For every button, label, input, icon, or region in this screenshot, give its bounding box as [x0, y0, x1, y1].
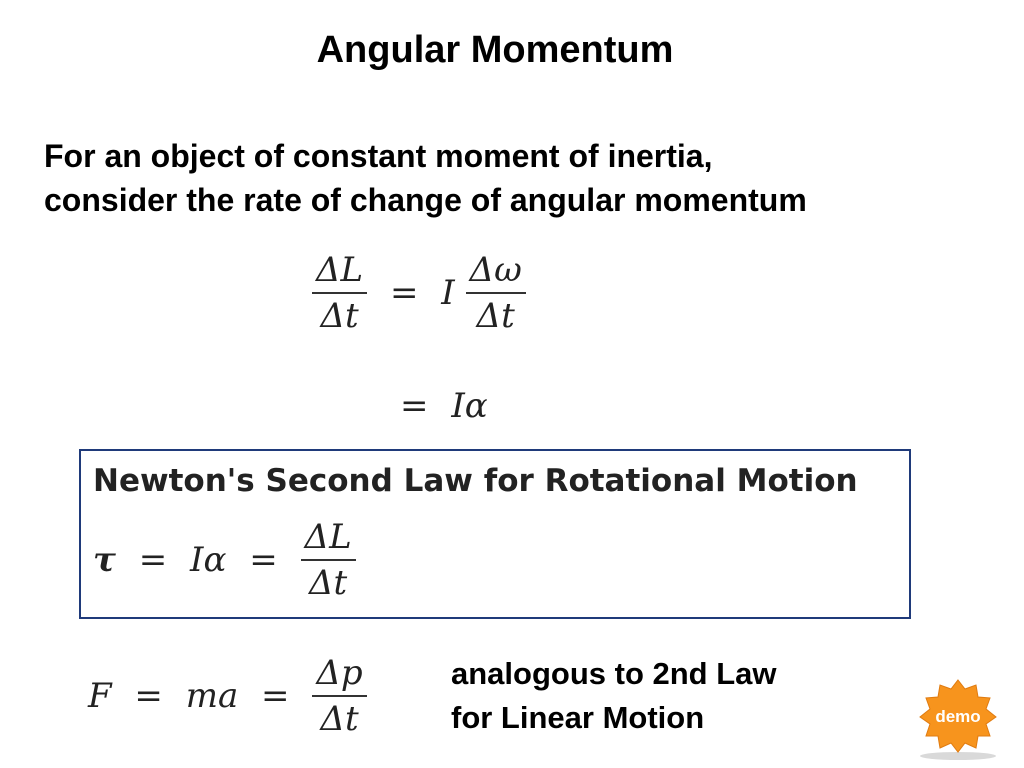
intro-line-2: consider the rate of change of angular m…	[44, 182, 807, 218]
equals-sign: =	[138, 540, 168, 580]
dl-dt-fraction: ΔL Δt	[312, 250, 368, 336]
moment-of-inertia-symbol: I	[441, 273, 455, 313]
starburst-icon	[919, 679, 997, 753]
equals-sign: =	[400, 386, 429, 426]
law-box-heading: Newton's Second Law for Rotational Motio…	[93, 463, 858, 499]
simplified-equation: = Iα	[388, 384, 488, 426]
fraction-denominator: Δt	[320, 296, 359, 336]
fraction-numerator: Δω	[465, 250, 526, 294]
fraction-numerator: Δp	[312, 653, 367, 697]
equals-sign: =	[134, 676, 163, 716]
linear-law-equation: F = ma = Δp Δt	[88, 653, 367, 739]
slide-title: Angular Momentum	[316, 29, 674, 71]
newtons-second-law-box: Newton's Second Law for Rotational Motio…	[79, 449, 911, 619]
rotational-law-equation: τ = Iα = ΔL Δt	[93, 517, 356, 603]
analogy-line-2: for Linear Motion	[451, 700, 705, 735]
fraction-numerator: ΔL	[312, 250, 368, 294]
fraction-numerator: ΔL	[300, 517, 356, 561]
analogy-line-1: analogous to 2nd Law	[451, 656, 777, 691]
equals-sign: =	[249, 540, 278, 580]
fraction-denominator: Δt	[308, 563, 348, 603]
equals-sign: =	[389, 273, 419, 313]
intro-text: For an object of constant moment of iner…	[44, 134, 1004, 222]
demo-badge-button[interactable]: demo	[916, 678, 1000, 762]
rate-of-change-equation: ΔL Δt = I Δω Δt	[312, 250, 526, 336]
torque-symbol: τ	[93, 540, 116, 580]
intro-line-1: For an object of constant moment of iner…	[44, 138, 713, 174]
ma-term: ma	[185, 676, 239, 716]
fraction-denominator: Δt	[476, 296, 515, 336]
force-symbol: F	[88, 676, 112, 716]
equals-sign: =	[261, 676, 290, 716]
i-alpha-term: Iα	[190, 540, 227, 580]
demo-badge-label: demo	[935, 707, 980, 726]
fraction-denominator: Δt	[320, 699, 359, 739]
analogy-note: analogous to 2nd Law for Linear Motion	[451, 652, 871, 740]
domega-dt-fraction: Δω Δt	[465, 250, 526, 336]
i-alpha-term: Iα	[451, 386, 488, 426]
dl-dt-fraction: ΔL Δt	[300, 517, 356, 603]
dp-dt-fraction: Δp Δt	[312, 653, 367, 739]
badge-shadow	[920, 752, 996, 760]
